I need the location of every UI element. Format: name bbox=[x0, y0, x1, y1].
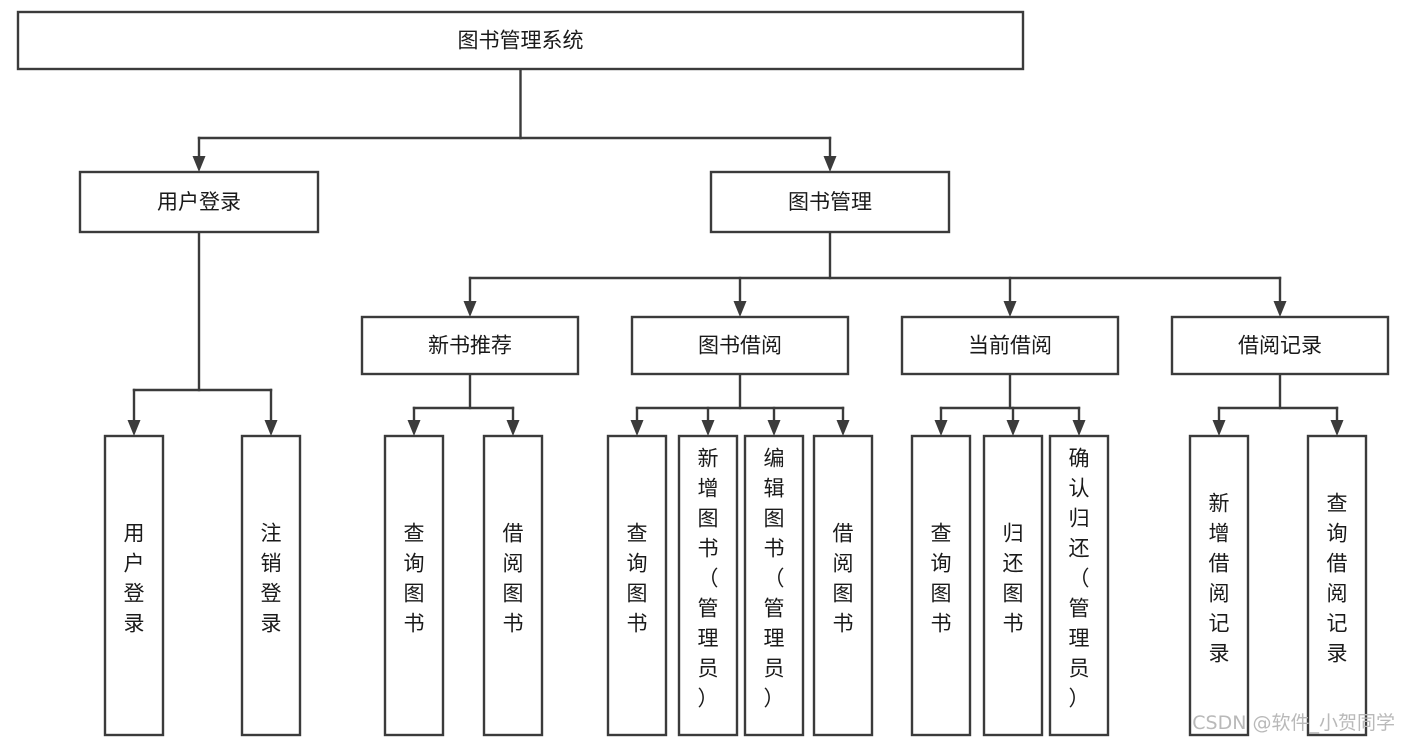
node-box-book-borrow[interactable] bbox=[630, 315, 850, 376]
node-box-leaf-borrow-book[interactable] bbox=[812, 434, 874, 737]
node-box-leaf-user-login[interactable] bbox=[103, 434, 165, 737]
node-leaf-borrow-book[interactable]: 借阅图书 bbox=[812, 434, 874, 737]
node-leaf-borrow-book-rec[interactable]: 借阅图书 bbox=[482, 434, 544, 737]
node-leaf-edit-book[interactable]: 编辑图书（管理员） bbox=[743, 434, 805, 737]
node-label-leaf-add-book: 新增图书（管理员） bbox=[698, 447, 719, 711]
node-label-leaf-query-record: 查询借阅记录 bbox=[1327, 492, 1348, 666]
node-label-new-book-rec: 新书推荐 bbox=[428, 334, 512, 358]
node-leaf-user-login[interactable]: 用户登录 bbox=[103, 434, 165, 737]
node-leaf-query-record[interactable]: 查询借阅记录 bbox=[1306, 434, 1368, 737]
node-label-leaf-return-book: 归还图书 bbox=[1003, 522, 1024, 636]
connector-book-borrow bbox=[630, 372, 850, 436]
connector-user-login bbox=[127, 230, 278, 436]
node-box-book-manage[interactable] bbox=[709, 170, 951, 234]
node-label-leaf-query-book-cur: 查询图书 bbox=[931, 522, 952, 636]
node-label-user-login: 用户登录 bbox=[157, 190, 241, 214]
node-leaf-return-book[interactable]: 归还图书 bbox=[982, 434, 1044, 737]
node-label-leaf-logout: 注销登录 bbox=[261, 522, 282, 636]
node-label-leaf-add-record: 新增借阅记录 bbox=[1209, 492, 1230, 666]
node-borrow-record[interactable]: 借阅记录 bbox=[1170, 315, 1390, 376]
node-box-leaf-add-record[interactable] bbox=[1188, 434, 1250, 737]
node-box-leaf-return-book[interactable] bbox=[982, 434, 1044, 737]
connector-root bbox=[192, 67, 837, 172]
node-label-root: 图书管理系统 bbox=[458, 29, 584, 53]
node-leaf-confirm-return[interactable]: 确认归还（管理员） bbox=[1048, 434, 1110, 737]
connector-current-borrow bbox=[934, 372, 1086, 436]
node-label-leaf-borrow-book: 借阅图书 bbox=[833, 522, 854, 636]
node-label-leaf-query-book-rec: 查询图书 bbox=[404, 522, 425, 636]
node-box-leaf-add-book[interactable] bbox=[677, 434, 739, 737]
node-root[interactable]: 图书管理系统 bbox=[16, 10, 1025, 71]
node-box-leaf-query-record[interactable] bbox=[1306, 434, 1368, 737]
node-box-root[interactable] bbox=[16, 10, 1025, 71]
node-box-leaf-query-book-rec[interactable] bbox=[383, 434, 445, 737]
connector-book-manage bbox=[463, 230, 1287, 317]
node-label-current-borrow: 当前借阅 bbox=[968, 334, 1052, 358]
edge-layer bbox=[127, 67, 1344, 436]
node-box-leaf-confirm-return[interactable] bbox=[1048, 434, 1110, 737]
node-box-leaf-query-book-borrow[interactable] bbox=[606, 434, 668, 737]
connector-new-book-rec bbox=[407, 372, 520, 436]
node-leaf-query-book-rec[interactable]: 查询图书 bbox=[383, 434, 445, 737]
node-box-new-book-rec[interactable] bbox=[360, 315, 580, 376]
node-layer: 图书管理系统用户登录图书管理新书推荐图书借阅当前借阅借阅记录用户登录注销登录查询… bbox=[16, 10, 1390, 737]
node-label-borrow-record: 借阅记录 bbox=[1238, 334, 1322, 358]
node-label-leaf-borrow-book-rec: 借阅图书 bbox=[503, 522, 524, 636]
node-label-leaf-user-login: 用户登录 bbox=[124, 522, 145, 636]
node-label-book-borrow: 图书借阅 bbox=[698, 334, 782, 358]
node-leaf-query-book-cur[interactable]: 查询图书 bbox=[910, 434, 972, 737]
node-box-borrow-record[interactable] bbox=[1170, 315, 1390, 376]
node-label-book-manage: 图书管理 bbox=[788, 190, 872, 214]
node-book-borrow[interactable]: 图书借阅 bbox=[630, 315, 850, 376]
node-box-leaf-edit-book[interactable] bbox=[743, 434, 805, 737]
node-label-leaf-query-book-borrow: 查询图书 bbox=[627, 522, 648, 636]
node-book-manage[interactable]: 图书管理 bbox=[709, 170, 951, 234]
node-leaf-query-book-borrow[interactable]: 查询图书 bbox=[606, 434, 668, 737]
node-label-leaf-edit-book: 编辑图书（管理员） bbox=[764, 447, 785, 711]
node-leaf-add-record[interactable]: 新增借阅记录 bbox=[1188, 434, 1250, 737]
node-box-leaf-query-book-cur[interactable] bbox=[910, 434, 972, 737]
node-user-login[interactable]: 用户登录 bbox=[78, 170, 320, 234]
connector-borrow-record bbox=[1212, 372, 1344, 436]
node-label-leaf-confirm-return: 确认归还（管理员） bbox=[1069, 447, 1090, 711]
node-box-leaf-borrow-book-rec[interactable] bbox=[482, 434, 544, 737]
node-box-user-login[interactable] bbox=[78, 170, 320, 234]
node-current-borrow[interactable]: 当前借阅 bbox=[900, 315, 1120, 376]
csdn-watermark: CSDN @软件_小贺同学 bbox=[1192, 712, 1395, 734]
node-new-book-rec[interactable]: 新书推荐 bbox=[360, 315, 580, 376]
node-box-leaf-logout[interactable] bbox=[240, 434, 302, 737]
node-box-current-borrow[interactable] bbox=[900, 315, 1120, 376]
node-leaf-add-book[interactable]: 新增图书（管理员） bbox=[677, 434, 739, 737]
node-leaf-logout[interactable]: 注销登录 bbox=[240, 434, 302, 737]
